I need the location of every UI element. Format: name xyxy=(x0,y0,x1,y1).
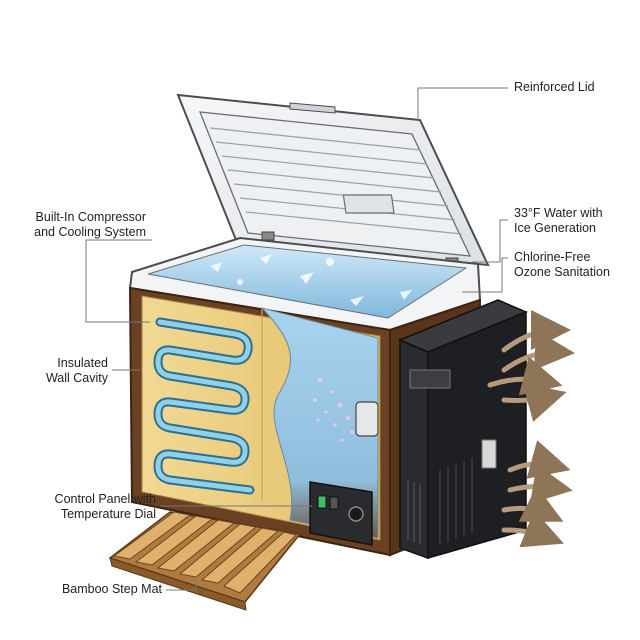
label-control-panel: Control Panel with Temperature Dial xyxy=(54,492,156,521)
ozone-bubbles xyxy=(313,377,362,442)
temperature-dial xyxy=(348,506,364,522)
reinforced-lid xyxy=(176,93,490,267)
chiller-unit xyxy=(398,299,528,560)
label-bamboo-mat: Bamboo Step Mat xyxy=(61,582,162,596)
airflow-arrows xyxy=(487,310,575,548)
label-compressor: Built-In Compressor and Cooling System xyxy=(34,210,146,239)
leader-lines xyxy=(85,87,508,591)
label-ozone-sanitation: Chlorine-Free Ozone Sanitation xyxy=(514,250,610,279)
control-panel xyxy=(309,481,373,546)
label-reinforced-lid: Reinforced Lid xyxy=(514,80,595,94)
label-water-temperature: 33°F Water with Ice Generation xyxy=(514,206,603,235)
bamboo-step-mat xyxy=(108,511,302,611)
label-insulated-wall: Insulated Wall Cavity xyxy=(45,356,108,385)
ozone-emitter xyxy=(355,401,379,437)
